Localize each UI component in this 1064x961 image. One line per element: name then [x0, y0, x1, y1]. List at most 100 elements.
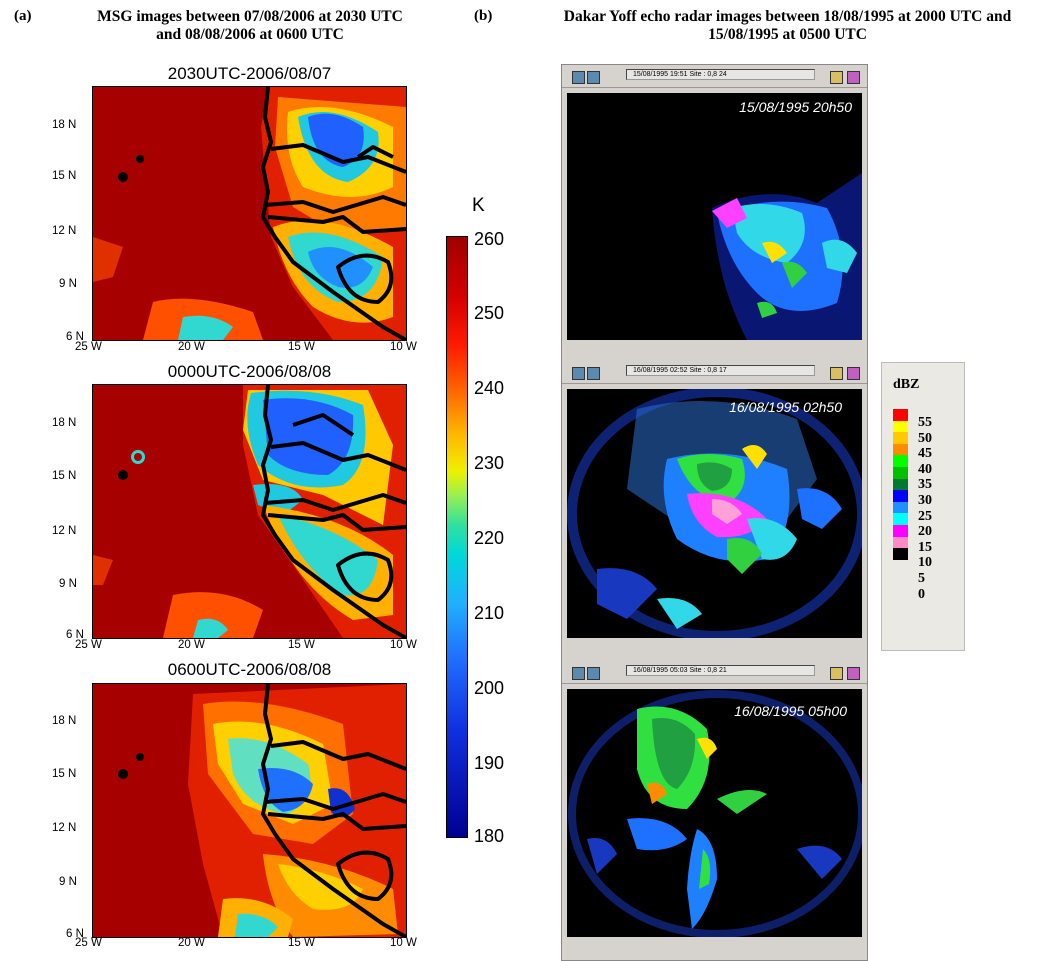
panel-a-title-line1: MSG images between 07/08/2006 at 2030 UT… — [97, 8, 403, 25]
lat-tick: 18 N — [52, 417, 77, 429]
map-title: 0600UTC-2006/08/08 — [167, 660, 332, 679]
legend-swatch — [893, 478, 908, 491]
legend-swatch — [893, 548, 908, 560]
radar-timestamp: 16/08/1995 02h50 — [729, 399, 842, 415]
satellite-map — [92, 86, 407, 341]
lon-tick: 15 W — [288, 639, 315, 651]
legend-swatch — [893, 501, 908, 514]
radar-status-field: 16/08/1995 05:03 Site : 0,8 21 — [626, 665, 815, 676]
zoom-out-icon[interactable] — [587, 71, 600, 84]
lat-tick: 18 N — [52, 715, 77, 727]
palette-icon[interactable] — [847, 667, 860, 680]
radar-timestamp: 16/08/1995 05h00 — [734, 703, 847, 719]
zoom-in-icon[interactable] — [572, 71, 585, 84]
legend-value: 25 — [918, 508, 932, 524]
colorbar — [446, 236, 468, 838]
colorbar-tick: 210 — [474, 603, 505, 623]
radar-echo-image — [567, 389, 862, 638]
radar-screen: 15/08/1995 20h50 — [567, 93, 862, 340]
legend-swatch — [893, 524, 908, 537]
legend-value: 35 — [918, 477, 932, 493]
lat-tick: 15 N — [52, 768, 77, 780]
radar-toolbar: 16/08/1995 02:52 Site : 0,8 17 — [562, 361, 867, 384]
colorbar-tick: 260 — [474, 229, 505, 249]
legend-value: 5 — [918, 570, 925, 586]
map-title: 0000UTC-2006/08/08 — [167, 362, 332, 381]
zoom-out-icon[interactable] — [587, 367, 600, 380]
legend-swatch — [893, 466, 908, 479]
lon-tick: 20 W — [178, 341, 205, 353]
legend-swatches — [893, 409, 908, 560]
map-image — [93, 87, 406, 340]
lat-tick: 9 N — [59, 278, 77, 290]
lon-tick: 25 W — [75, 937, 102, 949]
legend-values: 55 50 45 40 35 30 25 20 15 10 5 0 — [918, 415, 932, 602]
map-title: 2030UTC-2006/08/07 — [167, 64, 332, 83]
lat-tick: 12 N — [52, 822, 77, 834]
folder-icon[interactable] — [830, 367, 843, 380]
lon-tick: 10 W — [390, 639, 417, 651]
panel-b-label: (b) — [474, 8, 493, 24]
legend-swatch — [893, 443, 908, 456]
radar-status-field: 16/08/1995 02:52 Site : 0,8 17 — [626, 365, 815, 376]
legend-swatch — [893, 536, 908, 549]
radar-screen: 16/08/1995 02h50 — [567, 389, 862, 638]
legend-unit: dBZ — [893, 377, 920, 392]
lat-tick: 9 N — [59, 876, 77, 888]
radar-column: 15/08/1995 19:51 Site : 0,8 24 15/08/199… — [561, 64, 868, 961]
legend-value: 45 — [918, 446, 932, 462]
lon-tick: 20 W — [178, 639, 205, 651]
folder-icon[interactable] — [830, 71, 843, 84]
panel-a-label: (a) — [14, 8, 32, 24]
legend-value: 55 — [918, 415, 932, 430]
colorbar-tick: 250 — [474, 303, 505, 323]
legend-swatch — [893, 420, 908, 433]
lat-tick: 9 N — [59, 578, 77, 590]
radar-echo-image — [567, 689, 862, 937]
lon-tick: 15 W — [288, 341, 315, 353]
legend-swatch — [893, 409, 908, 421]
colorbar-tick: 230 — [474, 453, 505, 473]
panel-a-title: MSG images between 07/08/2006 at 2030 UT… — [60, 8, 440, 44]
lat-tick: 6 N — [66, 629, 84, 641]
legend-value: 50 — [918, 430, 932, 446]
legend-value: 20 — [918, 524, 932, 540]
colorbar-tick: 220 — [474, 528, 505, 548]
radar-toolbar: 16/08/1995 05:03 Site : 0,8 21 — [562, 661, 867, 684]
lon-tick: 20 W — [178, 937, 205, 949]
lon-tick: 10 W — [390, 937, 417, 949]
palette-icon[interactable] — [847, 367, 860, 380]
radar-echo-image — [567, 93, 862, 340]
panel-a-title-line2: and 08/08/2006 at 0600 UTC — [156, 26, 344, 43]
lon-tick: 10 W — [390, 341, 417, 353]
zoom-in-icon[interactable] — [572, 367, 585, 380]
lat-tick: 15 N — [52, 470, 77, 482]
radar-status-field: 15/08/1995 19:51 Site : 0,8 24 — [626, 69, 815, 80]
colorbar-tick: 190 — [474, 753, 505, 773]
lon-tick: 25 W — [75, 341, 102, 353]
lon-tick: 25 W — [75, 639, 102, 651]
folder-icon[interactable] — [830, 667, 843, 680]
radar-toolbar: 15/08/1995 19:51 Site : 0,8 24 — [562, 65, 867, 88]
radar-screen: 16/08/1995 05h00 — [567, 689, 862, 937]
panel-b-title-line1: Dakar Yoff echo radar images between 18/… — [563, 8, 1012, 25]
lat-tick: 12 N — [52, 525, 77, 537]
panel-b-title-line2: 15/08/1995 at 0500 UTC — [708, 26, 867, 43]
satellite-map — [92, 683, 407, 938]
lon-tick: 15 W — [288, 937, 315, 949]
colorbar-tick: 240 — [474, 378, 505, 398]
legend-value: 30 — [918, 492, 932, 508]
zoom-out-icon[interactable] — [587, 667, 600, 680]
legend-value: 0 — [918, 586, 925, 602]
legend-value: 40 — [918, 461, 932, 477]
lat-tick: 6 N — [66, 331, 84, 343]
colorbar-tick: 200 — [474, 678, 505, 698]
lat-tick: 18 N — [52, 119, 77, 131]
legend-value: 15 — [918, 539, 932, 555]
map-image — [93, 385, 406, 638]
dbz-legend: dBZ 55 50 45 40 35 30 25 20 15 10 5 0 — [881, 362, 965, 651]
zoom-in-icon[interactable] — [572, 667, 585, 680]
lat-tick: 12 N — [52, 225, 77, 237]
palette-icon[interactable] — [847, 71, 860, 84]
legend-swatch — [893, 432, 908, 444]
